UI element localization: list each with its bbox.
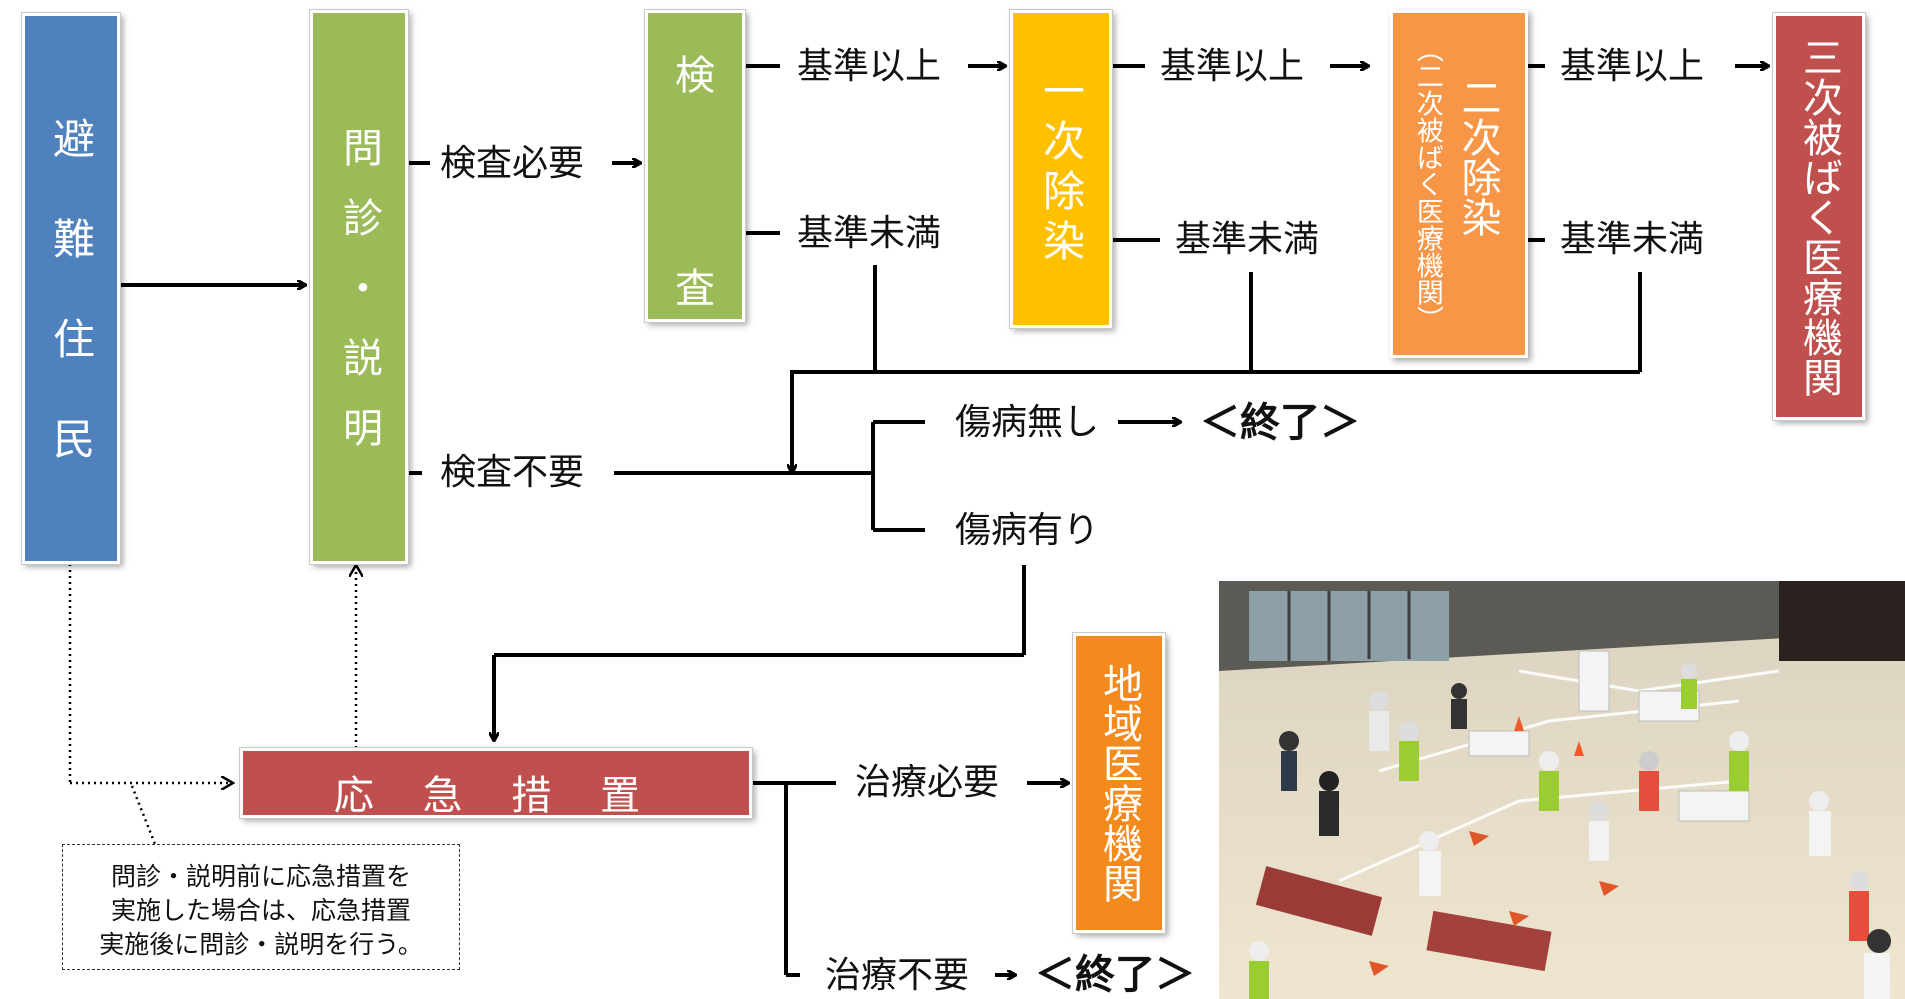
box-secondary-decontamination: 二次除染 （二次被ばく医療機関）	[1390, 10, 1528, 358]
label-treatment-not-needed: 治療不要	[825, 955, 970, 996]
label-below-standard-1: 基準未満	[797, 213, 942, 254]
box-interview-explanation: 問診・説明	[309, 9, 409, 565]
label-below-standard-2: 基準未満	[1175, 219, 1320, 260]
label-injury: 傷病有り	[955, 510, 1100, 551]
box-primary-decontamination: 一次除染	[1009, 9, 1113, 329]
box-local-medical-institution: 地域医療機関	[1072, 632, 1166, 934]
drill-photo	[1219, 581, 1905, 999]
label-end-2: ＜終了＞	[1035, 952, 1195, 998]
note-box: 問診・説明前に応急措置を 実施した場合は、応急措置 実施後に問診・説明を行う。	[62, 844, 460, 970]
label-below-standard-3: 基準未満	[1560, 219, 1705, 260]
label-treatment-needed: 治療必要	[855, 762, 1000, 803]
box-tertiary-medical-institution: 三次被ばく医療機関	[1772, 12, 1866, 421]
label-inspection-not-needed: 検査不要	[440, 452, 585, 493]
box-inspection: 検 査	[644, 9, 746, 323]
label-above-standard-2: 基準以上	[1160, 46, 1305, 87]
label-above-standard-1: 基準以上	[797, 46, 942, 87]
label-end-1: ＜終了＞	[1200, 400, 1360, 446]
note-line-2: 実施した場合は、応急措置	[110, 896, 411, 925]
label-above-standard-3: 基準以上	[1560, 46, 1705, 87]
note-line-1: 問診・説明前に応急措置を	[110, 862, 411, 891]
drill-photo-image	[1219, 581, 1905, 999]
label-inspection-needed: 検査必要	[440, 143, 585, 184]
label-no-injury: 傷病無し	[955, 402, 1100, 443]
box-evacuee-residents: 避難住民	[21, 12, 121, 565]
note-line-3: 実施後に問診・説明を行う。	[99, 930, 423, 959]
box-emergency-measures: 応 急 措 置	[239, 747, 753, 819]
